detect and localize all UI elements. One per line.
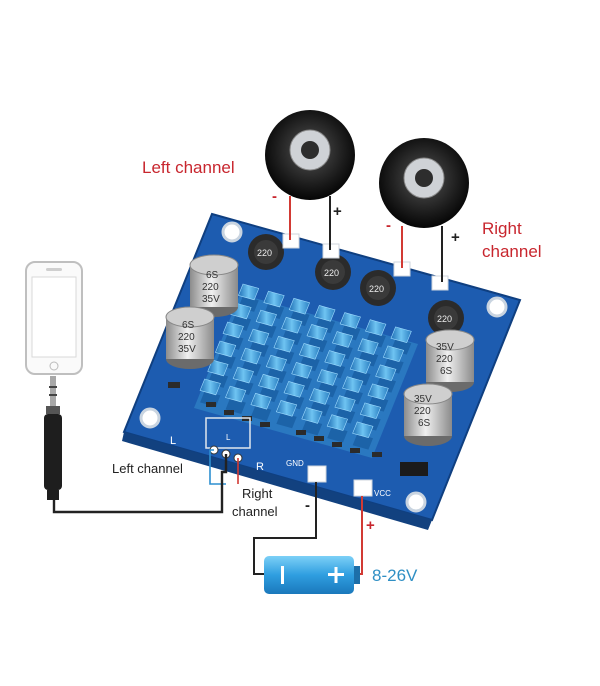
left-speaker-minus-sign: - [272, 188, 277, 205]
heatsink-fin [357, 338, 379, 355]
left-channel-input-label: Left channel [112, 461, 183, 476]
heatsink-fin [232, 366, 254, 384]
heatsink-fin [207, 359, 229, 377]
heatsink-fin [248, 328, 270, 346]
right-channel-input-label-line2: channel [232, 504, 278, 519]
heatsink-fin [332, 331, 354, 348]
heatsink-fin [258, 373, 280, 391]
right-speaker-minus-sign: - [386, 217, 391, 234]
heatsink-fin [255, 309, 277, 327]
heatsink-fin [275, 400, 298, 417]
heatsink-fin [349, 357, 371, 374]
heatsink-fin [301, 407, 323, 424]
heatsink-fin [291, 362, 313, 379]
heatsink-fin [390, 326, 412, 344]
heatsink-fin [263, 290, 285, 308]
audio-jack-cable [44, 376, 62, 500]
svg-text:6S: 6S [182, 320, 195, 331]
svg-text:220: 220 [178, 332, 195, 343]
gnd-minus-sign: - [305, 497, 310, 514]
heatsink-fin [273, 335, 295, 353]
speaker-wires [289, 196, 443, 282]
right-channel-output-label-line2: channel [482, 242, 542, 261]
heatsink-fin [342, 376, 364, 393]
silkscreen: GND VCC L R L [170, 433, 391, 498]
speaker-right [379, 138, 469, 228]
speaker-terminals [282, 233, 449, 497]
heatsink-fin [281, 316, 303, 334]
svg-text:220: 220 [324, 268, 339, 278]
svg-text:6S: 6S [440, 366, 453, 377]
svg-text:220: 220 [436, 354, 453, 365]
right-speaker-plus-sign: + [451, 229, 460, 246]
heatsink-fin [222, 321, 244, 339]
left-channel-output-label: Left channel [142, 158, 235, 177]
svg-text:220: 220 [414, 406, 431, 417]
heatsink-fin [314, 305, 336, 322]
heatsink-fin [298, 343, 321, 360]
left-speaker-plus-sign: + [333, 203, 342, 220]
heatsink-fin [352, 421, 374, 439]
heatsink-fin [250, 392, 272, 410]
smartphone [25, 261, 83, 375]
svg-text:L: L [226, 433, 231, 442]
svg-text:6S: 6S [418, 418, 431, 429]
voltage-label: 8-26V [372, 566, 418, 585]
heatsink-fin [382, 345, 405, 363]
input-wires [52, 449, 239, 514]
heatsink-fin [288, 297, 311, 315]
vcc-plus-sign: + [366, 517, 375, 534]
svg-text:35V: 35V [436, 342, 454, 353]
heatsink-fin [334, 395, 356, 412]
heatsink-fin [375, 364, 397, 382]
heatsink-fin [306, 324, 328, 341]
svg-text:L: L [170, 435, 176, 447]
heatsink-fin [214, 340, 237, 358]
heatsink-fin [339, 312, 361, 329]
heatsink-fin [359, 402, 382, 420]
svg-text:R: R [256, 461, 264, 473]
svg-text:220: 220 [369, 284, 384, 294]
svg-text:35V: 35V [178, 344, 196, 355]
heatsink-fin [365, 319, 387, 336]
speaker-left [265, 110, 355, 200]
heatsink-fin [265, 354, 288, 372]
svg-text:220: 220 [437, 314, 452, 324]
heatsink-fin [324, 350, 346, 367]
svg-text:35V: 35V [414, 394, 432, 405]
heatsink-fin [237, 283, 260, 301]
right-channel-input-label-line1: Right [242, 486, 273, 501]
svg-text:35V: 35V [202, 294, 220, 305]
heatsink-fin [309, 388, 331, 405]
heatsink-fin [283, 381, 305, 398]
inductors: 220 220 220 220 [248, 234, 464, 336]
heatsink-fin [199, 378, 221, 396]
heatsink-fin [316, 369, 338, 386]
heatsink-fin [367, 383, 389, 401]
heatsink [194, 283, 418, 458]
svg-text:GND: GND [286, 459, 304, 468]
svg-text:VCC: VCC [374, 489, 391, 498]
right-channel-output-label-line1: Right [482, 219, 522, 238]
svg-text:220: 220 [257, 248, 272, 258]
heatsink-fin [326, 414, 348, 431]
battery [264, 556, 360, 594]
smd-components [168, 382, 428, 476]
heatsink-fin [225, 385, 247, 403]
svg-text:6S: 6S [206, 270, 219, 281]
heatsink-fin [240, 347, 262, 365]
svg-text:220: 220 [202, 282, 219, 293]
